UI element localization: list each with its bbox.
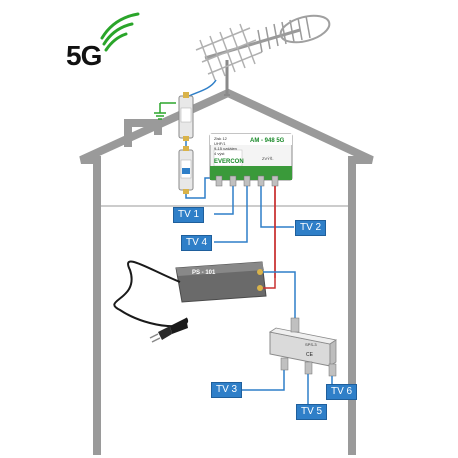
- amplifier-info-3: 9-15 vzdálen: [214, 146, 237, 151]
- 5g-logo-waves: [100, 12, 140, 52]
- tv-label-3: TV 3: [211, 382, 243, 398]
- inline-module: [178, 146, 194, 194]
- amplifier-model: AM - 948 5G: [250, 138, 285, 144]
- lte-filter: [178, 92, 194, 141]
- splitter: [268, 317, 338, 377]
- tv-label-5: TV 5: [296, 404, 328, 420]
- antenna: [195, 14, 331, 96]
- power-cord: [113, 260, 189, 328]
- splitter-output-cables: [240, 370, 333, 406]
- power-plug: [149, 318, 188, 343]
- power-supply-model: PS - 101: [192, 270, 216, 276]
- tv-label-2: TV 2: [295, 220, 327, 236]
- amplifier-brand: EVERCON: [214, 159, 244, 165]
- amplifier: [209, 133, 293, 187]
- amplifier-info-2: UHF/1: [214, 141, 226, 146]
- ground-symbol: [154, 102, 176, 120]
- splitter-label: SPS-3: [305, 342, 317, 347]
- power-supply: [175, 261, 267, 303]
- ps-blue-cable: [263, 271, 296, 322]
- amplifier-info-5: ZVÝŠ.: [262, 156, 274, 161]
- splitter-ce-mark: CE: [306, 352, 314, 358]
- tv-label-1: TV 1: [173, 207, 205, 223]
- amplifier-info-1: Zisk 12: [214, 136, 228, 141]
- tv-label-6: TV 6: [326, 384, 358, 400]
- chimney: [124, 119, 162, 147]
- inline-cable: [185, 177, 212, 199]
- tv-label-4: TV 4: [181, 235, 213, 251]
- ps-red-cable: [263, 186, 276, 289]
- antenna-cable: [186, 79, 217, 98]
- amplifier-info-4: 4 výst: [214, 151, 225, 156]
- 5g-logo: 5G: [66, 40, 102, 71]
